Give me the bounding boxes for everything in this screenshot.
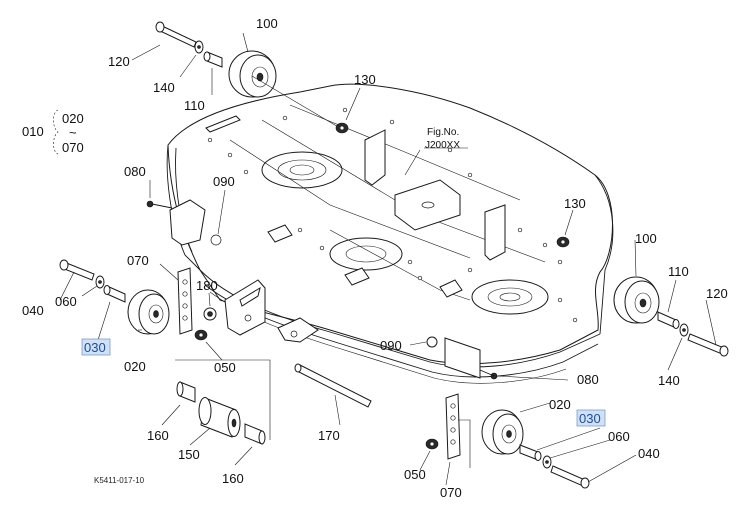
left-hanger-bracket xyxy=(146,199,222,246)
callout-100-right: 100 xyxy=(635,231,657,246)
callout-030-right-highlight xyxy=(576,409,606,427)
top-left-gauge-wheel-assembly xyxy=(155,21,341,129)
top-nut-130 xyxy=(335,122,349,134)
callout-050-right: 050 xyxy=(404,467,426,482)
leader-lines xyxy=(59,32,717,486)
range-ref-label: 010 xyxy=(22,124,44,139)
callout-100-top: 100 xyxy=(256,16,278,31)
bushing-180 xyxy=(203,307,217,321)
right-hanger-bracket xyxy=(426,336,498,380)
roller-assembly xyxy=(175,359,271,445)
callout-090-right: 090 xyxy=(380,338,402,353)
mower-deck xyxy=(166,83,614,384)
image-code: K5411-017-10 xyxy=(94,476,145,485)
callout-080-left: 080 xyxy=(124,164,146,179)
callout-120-top: 120 xyxy=(108,54,130,69)
callout-030-right: 030 xyxy=(579,411,601,426)
callout-160-b: 160 xyxy=(222,471,244,486)
callout-180: 180 xyxy=(196,278,218,293)
callout-140-right: 140 xyxy=(658,373,680,388)
callout-070-right: 070 xyxy=(440,485,462,500)
callout-040-right: 040 xyxy=(638,446,660,461)
fig-no-value: J200XX xyxy=(425,140,460,151)
callout-070-left: 070 xyxy=(127,253,149,268)
right-height-plate-070 xyxy=(445,393,471,468)
left-front-arm xyxy=(224,279,266,336)
fig-no-label: Fig.No. xyxy=(427,127,459,138)
callout-040-left: 040 xyxy=(22,303,44,318)
callout-020-right: 020 xyxy=(549,397,571,412)
callout-030-left: 030 xyxy=(84,340,106,355)
shaft-170 xyxy=(277,317,372,408)
callout-050-left: 050 xyxy=(214,360,236,375)
callout-170: 170 xyxy=(318,428,340,443)
callout-110-right: 110 xyxy=(668,264,689,279)
callout-150: 150 xyxy=(178,447,200,462)
nut-050-left xyxy=(194,329,208,341)
right-front-gauge-wheel xyxy=(481,409,590,489)
callout-labels: 100 120 140 110 130 080 090 070 040 060 … xyxy=(22,16,728,500)
figure-number: Fig.No. J200XX xyxy=(425,127,460,151)
callout-120-right: 120 xyxy=(706,286,728,301)
callout-060-left: 060 xyxy=(55,294,77,309)
callout-030-left-highlight xyxy=(81,338,111,356)
callout-080-right: 080 xyxy=(577,372,599,387)
range-bottom-label: 070 xyxy=(62,140,84,155)
callout-160-a: 160 xyxy=(147,428,169,443)
range-top-label: 020 xyxy=(62,111,84,126)
range-tilde: ~ xyxy=(69,125,77,140)
callout-020-left: 020 xyxy=(124,359,146,374)
callout-090-left: 090 xyxy=(213,174,235,189)
callout-110-top: 110 xyxy=(184,98,205,113)
range-bracket: 010 020 ~ 070 xyxy=(22,109,84,155)
left-height-plate-070 xyxy=(177,267,193,335)
callout-060-right: 060 xyxy=(608,429,630,444)
right-gauge-wheel-assembly xyxy=(556,236,729,357)
callout-130-right: 130 xyxy=(564,196,586,211)
left-gauge-wheel-assembly xyxy=(59,259,170,335)
callout-140-top: 140 xyxy=(153,80,175,95)
nut-050-right xyxy=(425,438,439,450)
callout-130-top: 130 xyxy=(354,72,376,87)
